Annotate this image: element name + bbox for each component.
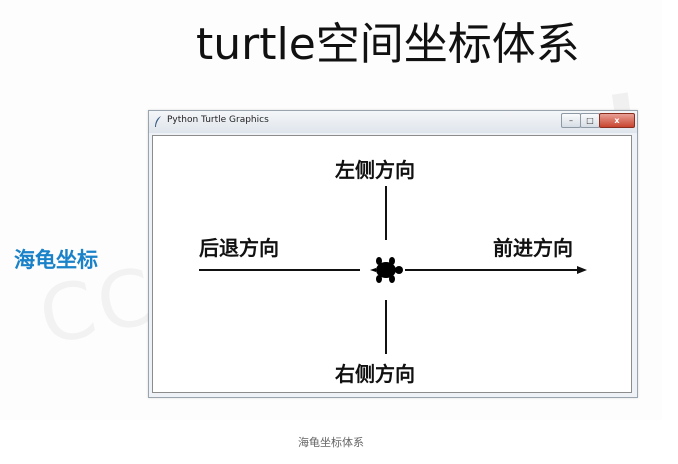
side-label: 海龟坐标 — [14, 248, 98, 272]
label-forward-direction: 前进方向 — [493, 236, 573, 260]
feather-icon — [155, 116, 161, 127]
arrow-head-icon — [577, 266, 587, 274]
window-title: Python Turtle Graphics — [167, 115, 269, 125]
figure-caption: 海龟坐标体系 — [298, 436, 364, 449]
slide: CC ▞ turtle空间坐标体系 海龟坐标 Python Turtle Gra… — [14, 19, 638, 398]
close-button[interactable]: x — [599, 113, 635, 128]
window-titlebar[interactable]: Python Turtle Graphics – □ x — [149, 111, 637, 133]
label-left-direction: 左侧方向 — [335, 158, 415, 182]
maximize-button[interactable]: □ — [580, 113, 600, 128]
label-back-direction: 后退方向 — [199, 236, 279, 260]
axes-drawing — [199, 186, 587, 354]
label-right-direction: 右侧方向 — [335, 362, 415, 386]
slide-title: turtle空间坐标体系 — [196, 19, 580, 70]
turtle-icon — [370, 257, 403, 283]
turtle-window: Python Turtle Graphics – □ x — [148, 110, 638, 398]
minimize-button[interactable]: – — [561, 113, 581, 128]
turtle-canvas[interactable]: 左侧方向 后退方向 前进方向 右侧方向 — [152, 135, 632, 393]
